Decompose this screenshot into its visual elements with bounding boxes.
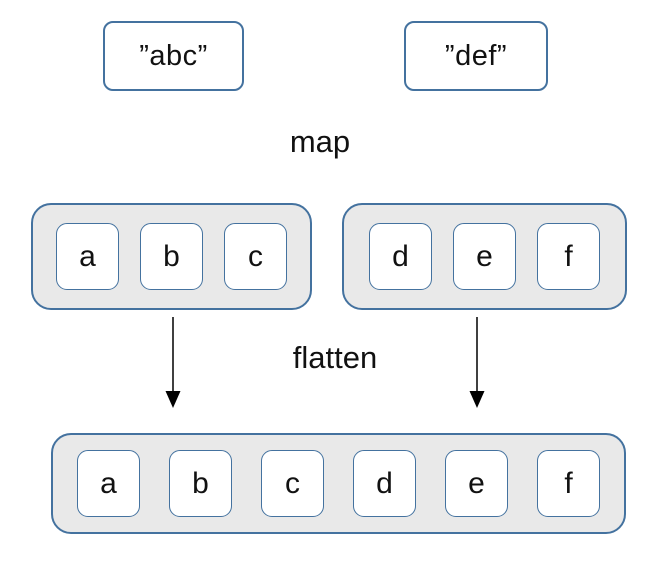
list-item: b xyxy=(140,223,203,290)
list-item-label: a xyxy=(100,466,117,500)
list-item: d xyxy=(369,223,432,290)
down-arrow-icon xyxy=(165,317,181,408)
string-box-abc: ”abc” xyxy=(103,21,244,91)
list-item-label: e xyxy=(468,466,485,500)
list-item-label: b xyxy=(192,466,209,500)
list-item: e xyxy=(445,450,508,517)
list-item: b xyxy=(169,450,232,517)
list-item: c xyxy=(261,450,324,517)
flatten-label: flatten xyxy=(292,340,378,375)
list-item-label: d xyxy=(392,239,409,273)
list-item: a xyxy=(56,223,119,290)
list-item: c xyxy=(224,223,287,290)
list-item-label: c xyxy=(248,239,263,273)
list-item: f xyxy=(537,450,600,517)
list-item-label: f xyxy=(564,466,573,500)
string-box-def-label: ”def” xyxy=(444,39,508,72)
string-box-abc-label: ”abc” xyxy=(139,39,208,72)
mapped-list-abc: a b c xyxy=(31,203,312,310)
list-item-label: e xyxy=(476,239,493,273)
map-label: map xyxy=(289,124,351,159)
list-item-label: c xyxy=(285,466,300,500)
list-item: f xyxy=(537,223,600,290)
list-item-label: a xyxy=(79,239,96,273)
list-item: e xyxy=(453,223,516,290)
list-item: a xyxy=(77,450,140,517)
list-item-label: b xyxy=(163,239,180,273)
list-item-label: d xyxy=(376,466,393,500)
down-arrow-icon xyxy=(469,317,485,408)
mapped-list-def: d e f xyxy=(342,203,627,310)
string-box-def: ”def” xyxy=(404,21,548,91)
list-item-label: f xyxy=(564,239,573,273)
list-item: d xyxy=(353,450,416,517)
flattened-list: a b c d e f xyxy=(51,433,626,534)
